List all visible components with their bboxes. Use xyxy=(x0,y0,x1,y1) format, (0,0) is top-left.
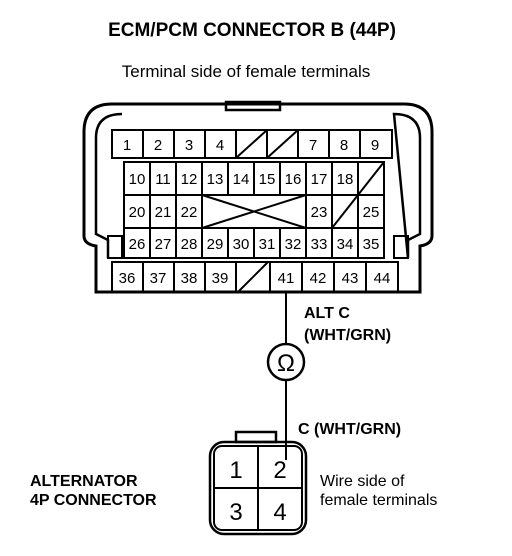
ecm-pin-2: 2 xyxy=(154,137,162,154)
ecm-pin-17: 17 xyxy=(311,171,328,188)
ecm-pin-3: 3 xyxy=(185,137,193,154)
ecm-pin-31: 31 xyxy=(259,236,276,253)
ecm-pin-35: 35 xyxy=(363,236,380,253)
ecm-pin-26: 26 xyxy=(129,236,146,253)
ecm-pin-18: 18 xyxy=(337,171,354,188)
ecm-pin-21: 21 xyxy=(155,204,172,221)
wire-side-label: Wire side of xyxy=(320,473,405,490)
ecm-pin-28: 28 xyxy=(181,236,198,253)
ecm-pin-23: 23 xyxy=(311,204,328,221)
ecm-pin-20: 20 xyxy=(129,204,146,221)
wire-label-c-color: C (WHT/GRN) xyxy=(298,421,401,438)
ecm-pin-44: 44 xyxy=(374,270,391,287)
blank-block-cross-b xyxy=(201,194,307,229)
ecm-pin-7: 7 xyxy=(309,137,317,154)
ecm-pin-13: 13 xyxy=(207,171,224,188)
ecm-pin-11: 11 xyxy=(155,171,171,188)
alt-pin-1: 1 xyxy=(229,457,242,484)
alt-pin-4: 4 xyxy=(273,499,286,526)
test-wiring: Ω ALT C (WHT/GRN) C (WHT/GRN) xyxy=(266,292,401,460)
ecm-pin-36: 36 xyxy=(119,270,136,287)
ecm-pin-34: 34 xyxy=(337,236,354,253)
wire-label-alt-c-color: (WHT/GRN) xyxy=(304,327,391,344)
alternator-connector-label: 4P CONNECTOR xyxy=(30,492,157,509)
diagram-subtitle: Terminal side of female terminals xyxy=(122,62,370,81)
lock-tab xyxy=(224,100,282,112)
blank-pin-5-slash xyxy=(235,129,268,159)
blank-pin-6-slash xyxy=(266,129,299,159)
ecm-pin-30: 30 xyxy=(233,236,250,253)
ecm-pin-10: 10 xyxy=(129,171,146,188)
ecm-pin-38: 38 xyxy=(181,270,198,287)
ecm-connector: 1 2 3 4 7 8 9 xyxy=(82,100,434,294)
ecm-pin-29: 29 xyxy=(207,236,224,253)
diagram-title: ECM/PCM CONNECTOR B (44P) xyxy=(108,20,396,41)
ecm-pin-1: 1 xyxy=(123,137,131,154)
ecm-pin-22: 22 xyxy=(181,204,198,221)
ecm-pin-16: 16 xyxy=(285,171,302,188)
alternator-label: ALTERNATOR xyxy=(30,473,138,490)
ecm-pin-12: 12 xyxy=(181,171,198,188)
ecm-pin-4: 4 xyxy=(216,137,224,154)
ecm-row-5: 36 37 38 39 41 42 43 44 xyxy=(111,261,399,293)
blank-pin-slash-19-24 xyxy=(331,161,385,229)
ecm-rows-2-4: 10 11 12 13 14 15 16 17 18 20 21 22 23 2… xyxy=(123,161,385,259)
ecm-pin-32: 32 xyxy=(285,236,302,253)
ecm-pin-39: 39 xyxy=(212,270,229,287)
wire-side-label-2: female terminals xyxy=(320,492,437,509)
ecm-pin-27: 27 xyxy=(155,236,172,253)
ohm-icon: Ω xyxy=(277,350,295,377)
ecm-pin-42: 42 xyxy=(310,270,327,287)
ecm-pin-8: 8 xyxy=(340,137,348,154)
blank-pin-40-slash xyxy=(237,261,269,293)
alt-housing xyxy=(208,440,308,536)
alternator-connector: 1 2 3 4 xyxy=(208,430,308,536)
alt-lock-tab xyxy=(234,430,278,444)
ecm-pin-14: 14 xyxy=(233,171,250,188)
ecm-pin-43: 43 xyxy=(342,270,359,287)
ecm-pin-37: 37 xyxy=(150,270,167,287)
ecm-row-1: 1 2 3 4 7 8 9 xyxy=(111,129,393,159)
ecm-pin-9: 9 xyxy=(371,137,379,154)
alt-pin-2: 2 xyxy=(273,457,286,484)
ecm-pin-33: 33 xyxy=(311,236,328,253)
ecm-pin-15: 15 xyxy=(259,171,276,188)
ecm-pin-25: 25 xyxy=(363,204,380,221)
alt-pin-3: 3 xyxy=(229,499,242,526)
wire-label-alt-c: ALT C xyxy=(304,305,350,322)
ecm-pin-41: 41 xyxy=(278,270,295,287)
